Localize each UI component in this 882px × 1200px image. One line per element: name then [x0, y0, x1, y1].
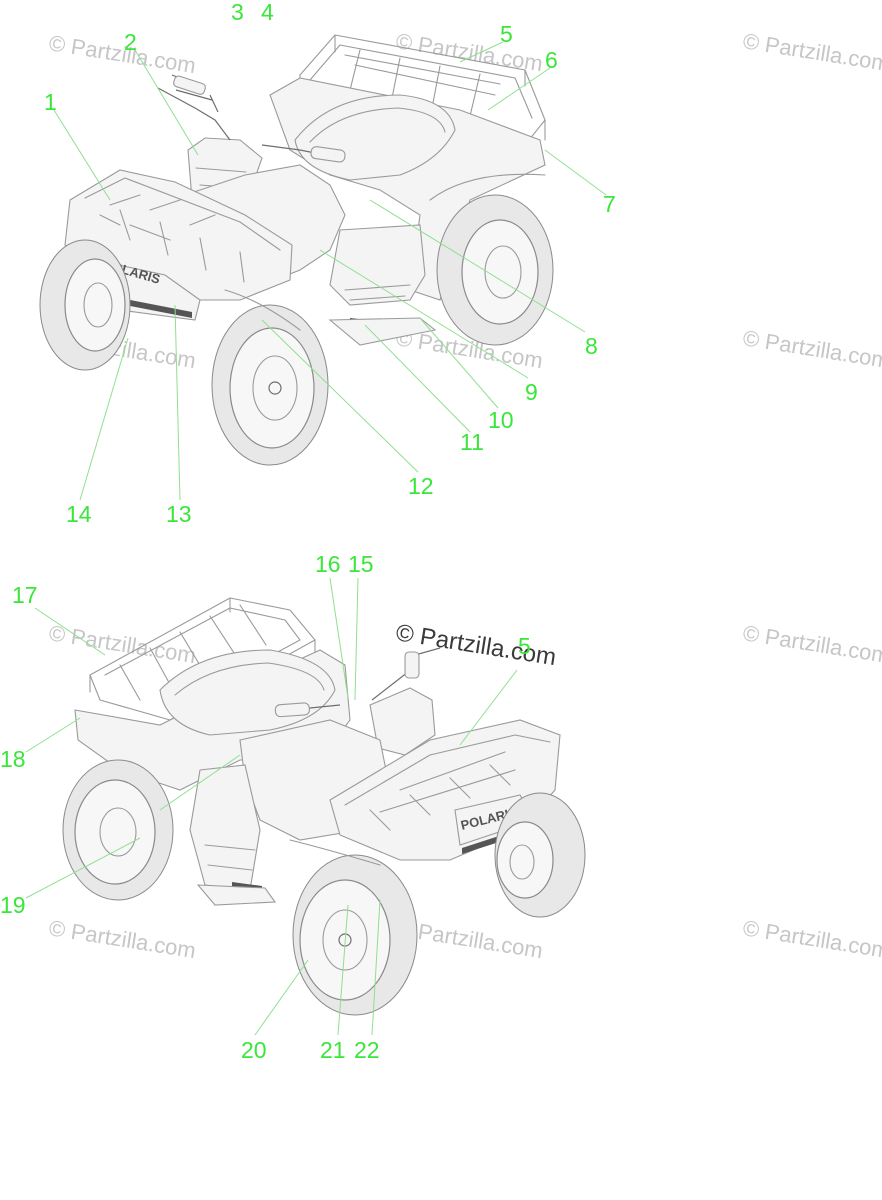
callouts: 1 2 3 4 5 6 7 8 9 10 11 12 13 14 16 15 1… — [0, 0, 616, 1063]
watermark: © Partzilla.com — [741, 28, 882, 76]
callout-19: 19 — [0, 892, 26, 918]
watermark: © Partzilla.com — [47, 30, 197, 78]
watermark: © Partzilla.com — [741, 915, 882, 963]
callout-20: 20 — [241, 1037, 267, 1063]
callout-7: 7 — [603, 191, 616, 217]
callout-21: 21 — [320, 1037, 346, 1063]
callout-17: 17 — [12, 582, 38, 608]
callout-3: 3 — [231, 0, 244, 25]
callout-16: 16 — [315, 551, 341, 577]
leader-lines-bottom — [25, 577, 518, 1036]
watermark: © Partzilla.com — [47, 915, 197, 963]
callout-6: 6 — [545, 47, 558, 73]
callout-15: 15 — [348, 551, 374, 577]
callout-13: 13 — [166, 501, 192, 527]
atv-front-view: POLARIS — [39, 34, 554, 466]
callout-8: 8 — [585, 333, 598, 359]
watermark: © Partzilla.com — [741, 325, 882, 373]
callout-2: 2 — [124, 29, 137, 55]
callout-4: 4 — [261, 0, 274, 25]
callout-5b: 5 — [518, 633, 531, 659]
leader-lines-top — [53, 41, 607, 501]
callout-14: 14 — [66, 501, 92, 527]
callout-12: 12 — [408, 473, 434, 499]
atv-rear-view: POLARIS — [62, 597, 586, 1016]
callout-5: 5 — [500, 21, 513, 47]
callout-1: 1 — [44, 89, 57, 115]
callout-22: 22 — [354, 1037, 380, 1063]
callout-18: 18 — [0, 746, 26, 772]
callout-9: 9 — [525, 379, 538, 405]
callout-11: 11 — [460, 429, 484, 455]
watermark: © Partzilla.com — [741, 620, 882, 668]
watermark: © Partzilla.com — [47, 620, 197, 668]
callout-10: 10 — [488, 407, 514, 433]
